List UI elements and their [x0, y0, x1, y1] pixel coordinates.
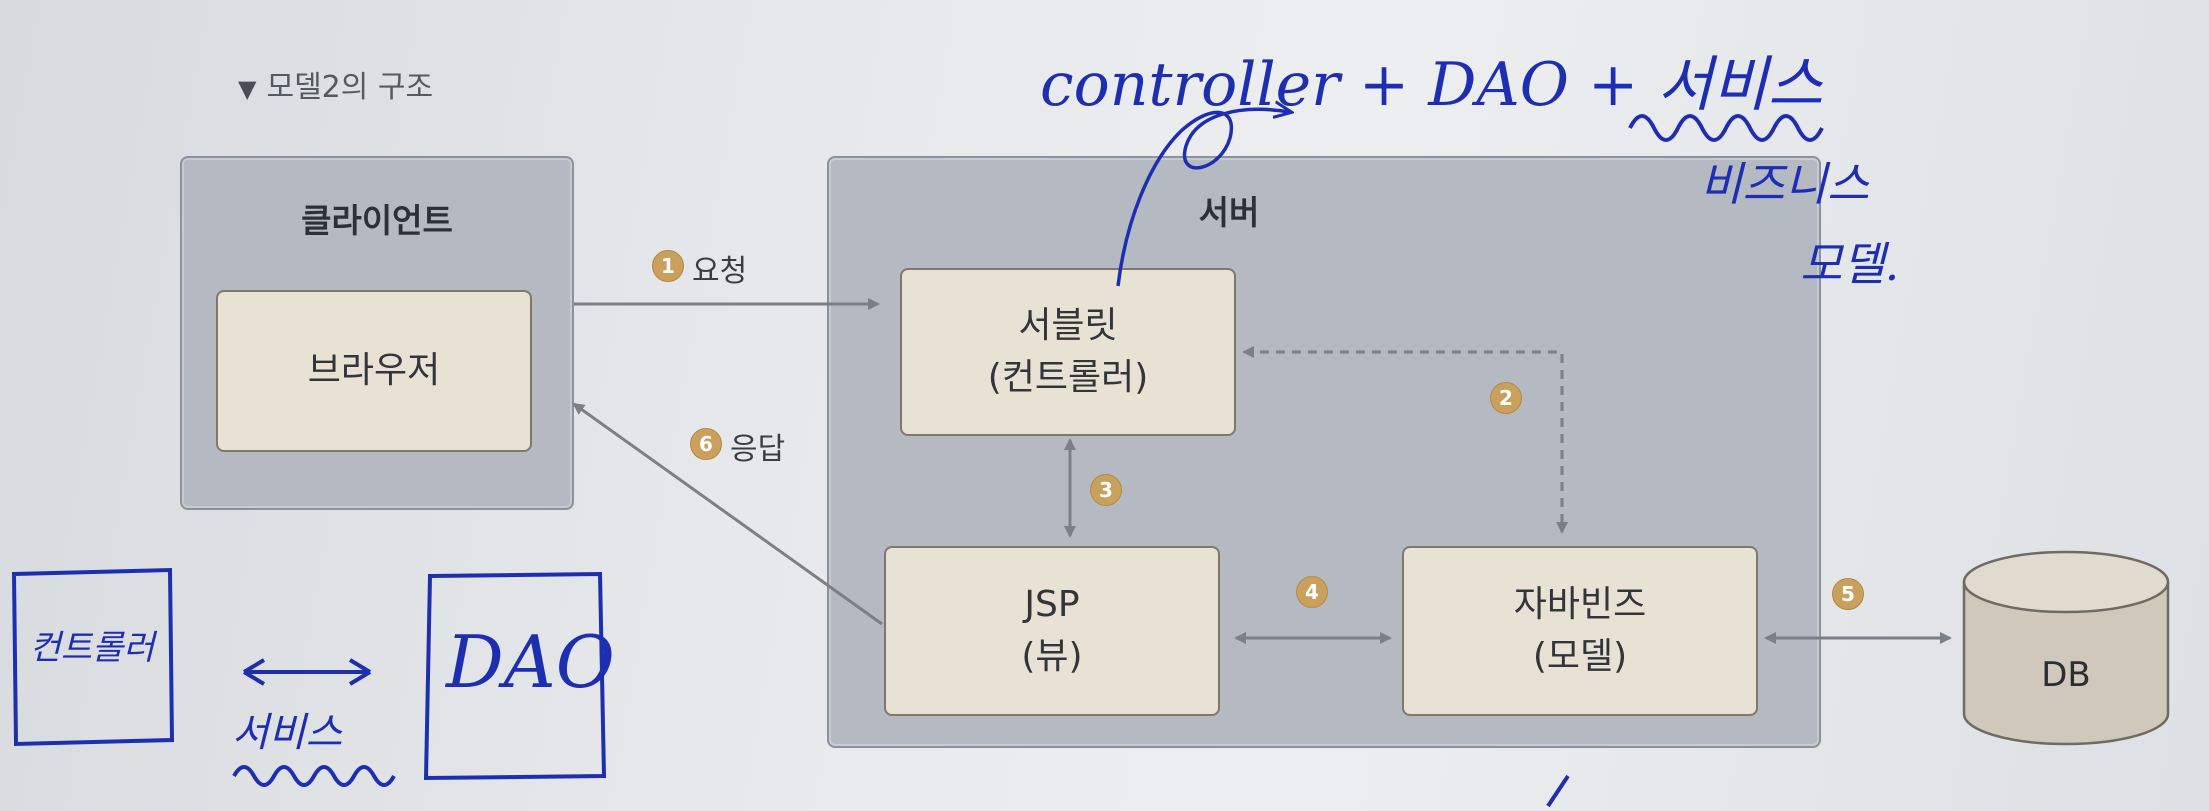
handwritten-box-dao — [423, 571, 607, 781]
view-label: (뷰) — [1021, 636, 1083, 677]
javabeans-box: 자바빈즈 (모델) — [1402, 546, 1758, 716]
handwritten-note-business: 비즈니스 — [1700, 157, 1870, 211]
figure-caption: ▼ 모델2의 구조 — [238, 62, 433, 106]
step-6-label: 응답 — [730, 432, 786, 467]
step-4-marker: 4 — [1296, 576, 1328, 608]
handwritten-note-service: 서비스 — [232, 710, 343, 756]
database-cylinder: DB — [1960, 548, 2172, 748]
jsp-box: JSP (뷰) — [884, 546, 1220, 716]
step-3-marker: 3 — [1090, 474, 1122, 506]
handwritten-note-dao: DAO — [446, 620, 615, 704]
handwritten-curve-arrow — [1116, 109, 1290, 287]
handwritten-note-controller: 컨트롤러 — [29, 628, 155, 668]
controller-label: (컨트롤러) — [987, 357, 1149, 398]
server-title: 서버 — [1198, 193, 1260, 232]
step-2-marker: 2 — [1490, 382, 1522, 414]
figure-caption-text: 모델2의 구조 — [266, 70, 434, 105]
step-1-label: 요청 — [692, 254, 748, 289]
handwritten-squiggle-left — [232, 765, 396, 787]
handwritten-squiggle-top — [1628, 114, 1824, 142]
step-6-marker: 6 — [690, 428, 722, 460]
servlet-label: 서블릿 — [1018, 304, 1118, 346]
handwritten-tick-bottom — [1546, 774, 1570, 808]
triangle-down-icon: ▼ — [238, 75, 257, 103]
javabeans-label: 자바빈즈 — [1513, 583, 1647, 625]
jsp-label: JSP — [1024, 583, 1080, 625]
handwritten-note-top: controller + DAO + 서비스 — [1040, 50, 1823, 120]
handwritten-note-model: 모델. — [1800, 237, 1900, 291]
model-label: (모델) — [1532, 636, 1628, 677]
handwritten-box-left — [11, 567, 175, 747]
browser-label: 브라우저 — [307, 349, 441, 391]
client-title: 클라이언트 — [301, 201, 453, 240]
step-5-marker: 5 — [1832, 578, 1864, 610]
db-label: DB — [2041, 655, 2091, 695]
browser-box: 브라우저 — [216, 290, 532, 452]
step-1-marker: 1 — [652, 250, 684, 282]
database-icon: DB — [1962, 550, 2170, 746]
dashed-arrow — [1242, 346, 1568, 534]
handwritten-double-arrow — [242, 658, 372, 686]
servlet-box: 서블릿 (컨트롤러) — [900, 268, 1236, 436]
response-arrow — [572, 402, 883, 626]
